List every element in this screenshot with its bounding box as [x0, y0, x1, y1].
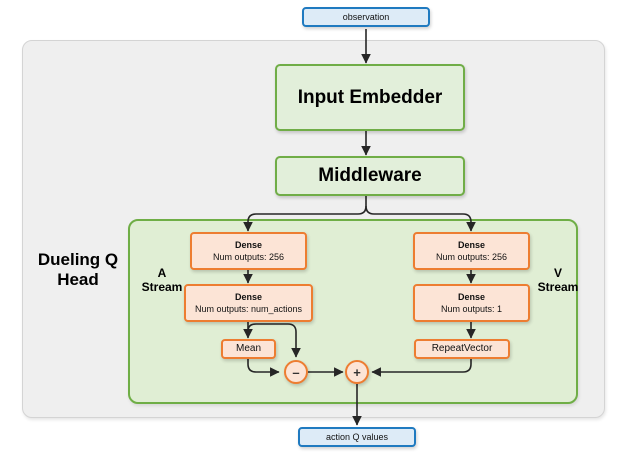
add-operator-symbol: +: [353, 364, 361, 380]
repeat-vector-box: RepeatVector: [414, 339, 510, 359]
a-stream-dense-num-actions-box: Dense Num outputs: num_actions: [184, 284, 313, 322]
dueling-q-head-label-line2: Head: [57, 269, 99, 289]
a-stream-dense-num-actions-title: Dense: [234, 292, 262, 302]
input-embedder-label: Input Embedder: [297, 86, 443, 108]
v-stream-dense-256-title: Dense: [457, 240, 485, 250]
v-stream-dense-256-box: Dense Num outputs: 256: [413, 232, 530, 270]
middleware-label: Middleware: [318, 165, 422, 186]
a-stream-label: A Stream: [136, 266, 188, 295]
v-stream-dense-1-title: Dense: [457, 292, 485, 302]
mean-box: Mean: [221, 339, 276, 359]
subtract-operator-symbol: –: [292, 364, 300, 380]
subtract-operator-node: –: [284, 360, 308, 384]
middleware-box: Middleware: [275, 156, 465, 196]
observation-box: observation: [302, 7, 430, 27]
v-stream-label-line2: Stream: [537, 279, 579, 294]
a-stream-dense-256-detail: Num outputs: 256: [212, 252, 285, 262]
action-q-values-box: action Q values: [298, 427, 416, 447]
observation-label: observation: [342, 12, 390, 22]
v-stream-label-line1: V: [553, 266, 562, 280]
repeat-vector-label: RepeatVector: [431, 343, 493, 354]
a-stream-dense-256-box: Dense Num outputs: 256: [190, 232, 307, 270]
input-embedder-box: Input Embedder: [275, 64, 465, 131]
a-stream-dense-num-actions-detail: Num outputs: num_actions: [194, 304, 303, 314]
action-q-values-label: action Q values: [325, 432, 389, 442]
a-stream-label-line1: A: [157, 266, 167, 280]
v-stream-dense-1-detail: Num outputs: 1: [440, 304, 503, 314]
v-stream-label: V Stream: [532, 266, 584, 295]
add-operator-node: +: [345, 360, 369, 384]
dueling-q-head-label-line1: Dueling Q: [37, 250, 119, 269]
v-stream-dense-256-detail: Num outputs: 256: [435, 252, 508, 262]
v-stream-dense-1-box: Dense Num outputs: 1: [413, 284, 530, 322]
a-stream-dense-256-title: Dense: [234, 240, 262, 250]
mean-label: Mean: [235, 343, 261, 354]
a-stream-label-line2: Stream: [141, 279, 183, 294]
dueling-q-head-label: Dueling Q Head: [30, 250, 126, 289]
